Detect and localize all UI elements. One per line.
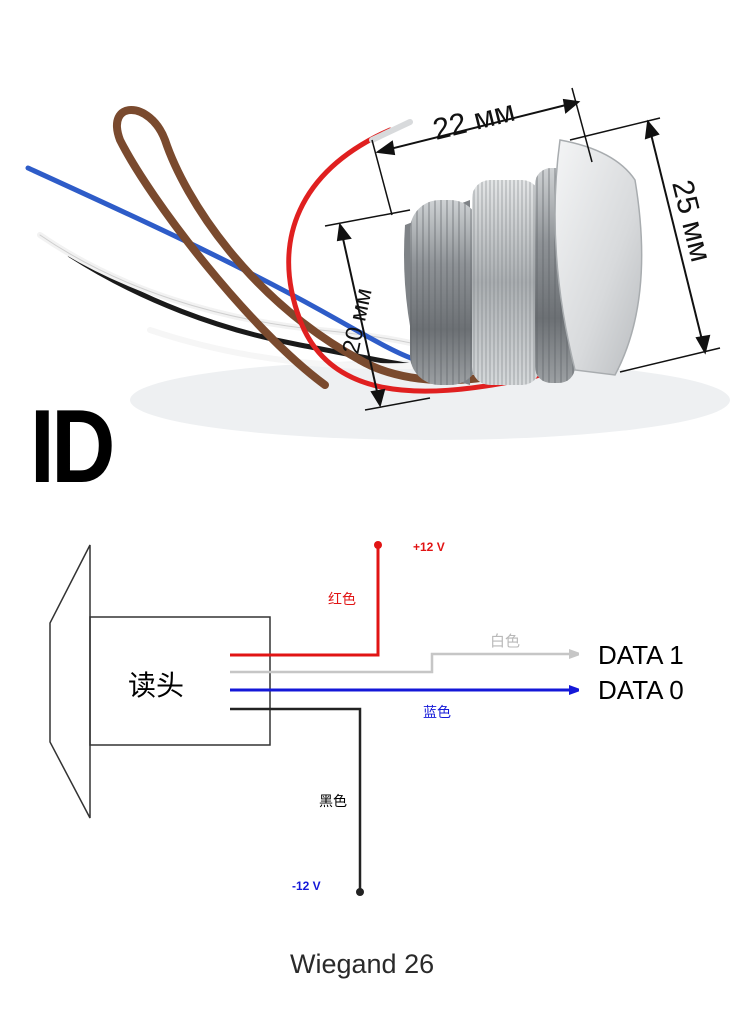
reader-face: [554, 139, 643, 376]
wire-red: [230, 545, 380, 657]
red-wire-tip: [369, 119, 413, 143]
product-photo: 22 мм 25 мм 20 мм ID: [25, 87, 730, 505]
dim-diameter-line: [647, 121, 706, 353]
floor-shadow: [130, 360, 730, 440]
red-color-label: 红色: [328, 591, 356, 607]
brown-wire: [113, 106, 364, 389]
red-wire: [286, 127, 523, 394]
reader-device: [404, 139, 643, 385]
white-color-label: 白色: [490, 633, 520, 650]
dim-thread-line: [339, 224, 381, 406]
wire-black: [230, 707, 362, 892]
reader-flange-shape: [49, 544, 91, 819]
white-wire-2: [147, 327, 443, 370]
blue-color-label: 蓝色: [423, 704, 451, 720]
id-badge: ID: [30, 389, 112, 505]
dim-length-label: 22 мм: [430, 95, 518, 147]
reader-label: 读头: [128, 670, 184, 701]
reader-box: [89, 616, 271, 746]
data1-label: DATA 1: [598, 640, 684, 670]
black-color-label: 黑色: [319, 793, 347, 809]
black-terminal-dot: [356, 888, 364, 896]
red-signal-label: +12 V: [413, 540, 445, 554]
dimension-annotations: [324, 87, 721, 411]
wire-white: [230, 654, 578, 674]
red-terminal-dot: [374, 541, 382, 549]
data0-label: DATA 0: [598, 675, 684, 705]
dim-length-line: [377, 101, 579, 153]
dim-thread-label: 20 мм: [337, 286, 377, 357]
black-signal-label: -12 V: [292, 879, 321, 893]
wiring-diagram: 读头 +12 V 红色 白色 DATA 1 蓝色 DATA 0 黑色 -12 V…: [49, 540, 684, 979]
protocol-caption: Wiegand 26: [290, 949, 434, 979]
